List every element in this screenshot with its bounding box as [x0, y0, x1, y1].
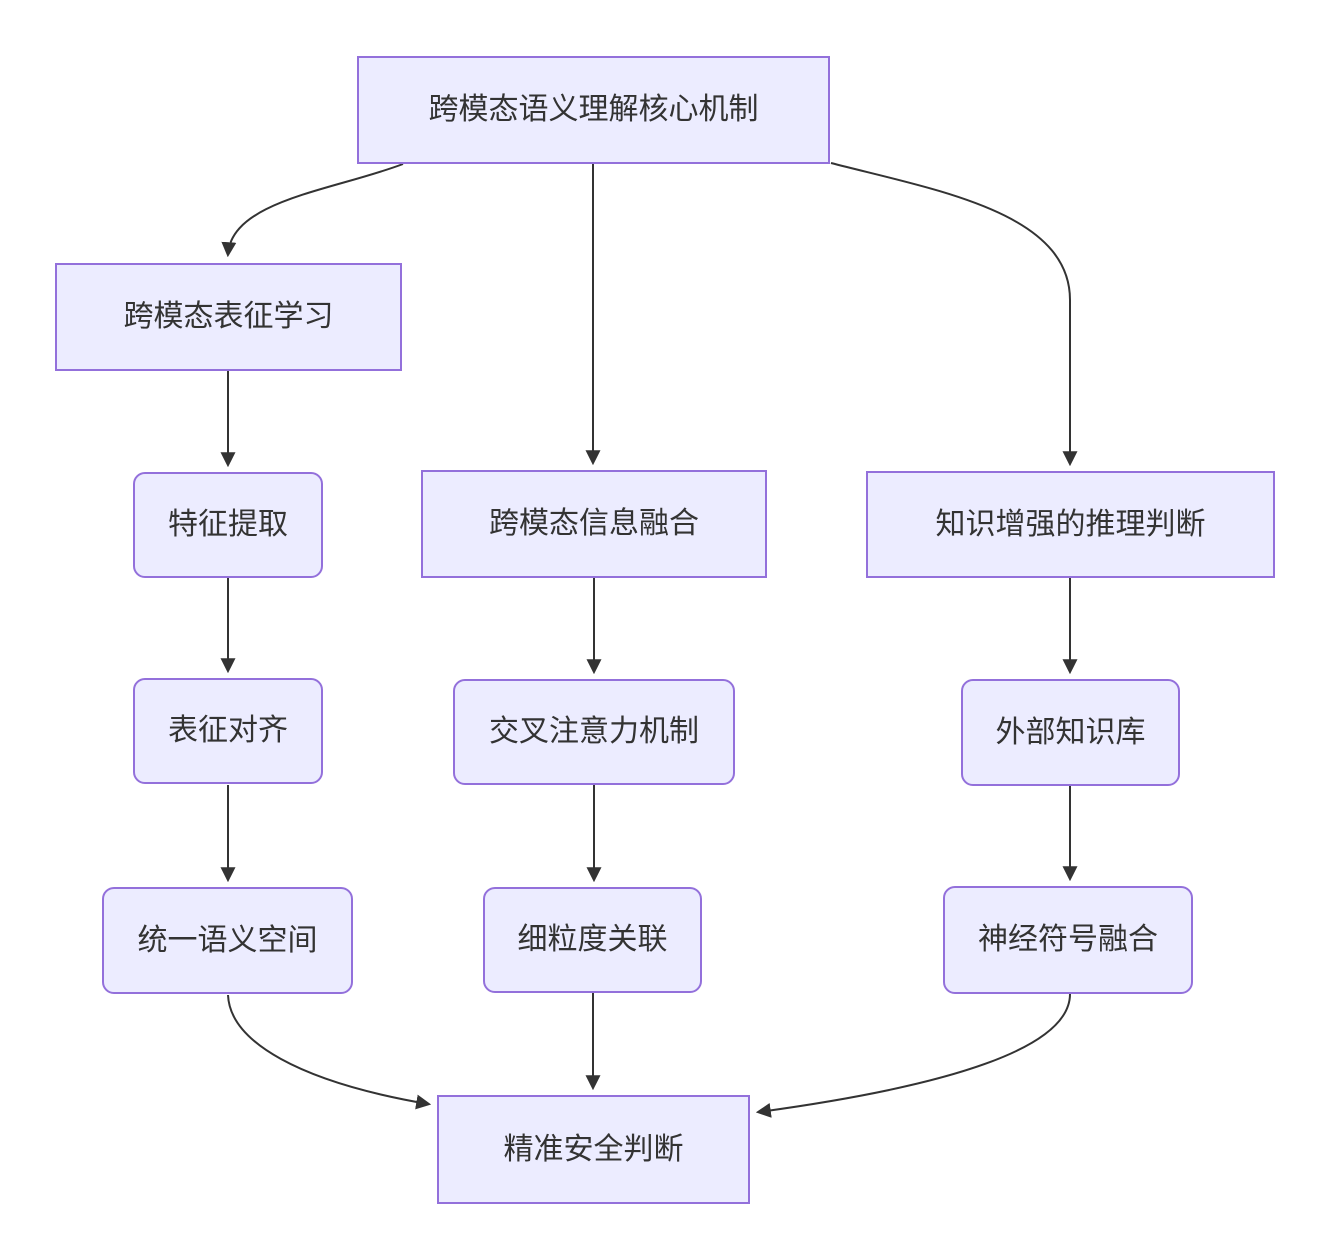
node-cross-attention-mechanism: 交叉注意力机制 [453, 679, 735, 785]
node-label: 外部知识库 [995, 715, 1146, 749]
node-feature-extraction: 特征提取 [133, 472, 323, 578]
node-knowledge-enhanced-reasoning: 知识增强的推理判断 [866, 471, 1275, 578]
node-label: 知识增强的推理判断 [935, 507, 1206, 541]
node-cross-modal-representation-learning: 跨模态表征学习 [55, 263, 402, 371]
node-representation-alignment: 表征对齐 [133, 678, 323, 784]
edge-root-knowledge [830, 162, 1078, 467]
node-label: 神经符号融合 [978, 923, 1158, 956]
node-unified-semantic-space: 统一语义空间 [102, 887, 353, 994]
node-neuro-symbolic-fusion: 神经符号融合 [943, 886, 1193, 994]
edge-unified-final [227, 994, 432, 1110]
node-cross-modal-information-fusion: 跨模态信息融合 [421, 470, 767, 578]
node-label: 跨模态语义理解核心机制 [428, 93, 759, 126]
node-external-knowledge-base: 外部知识库 [961, 679, 1180, 786]
node-label: 表征对齐 [168, 714, 288, 747]
node-fine-grained-association: 细粒度关联 [483, 887, 702, 993]
node-label: 统一语义空间 [137, 923, 318, 957]
node-label: 跨模态信息融合 [489, 507, 699, 540]
node-label: 跨模态表征学习 [123, 300, 334, 333]
node-label: 细粒度关联 [517, 923, 668, 956]
node-label: 精准安全判断 [503, 1132, 684, 1166]
node-cross-modal-semantic-core: 跨模态语义理解核心机制 [357, 56, 830, 164]
edge-neuro-final [755, 993, 1071, 1118]
node-label: 特征提取 [168, 508, 288, 541]
node-precise-safety-judgment: 精准安全判断 [437, 1095, 750, 1204]
edge-root-repr [221, 163, 404, 258]
node-label: 交叉注意力机制 [489, 715, 699, 748]
